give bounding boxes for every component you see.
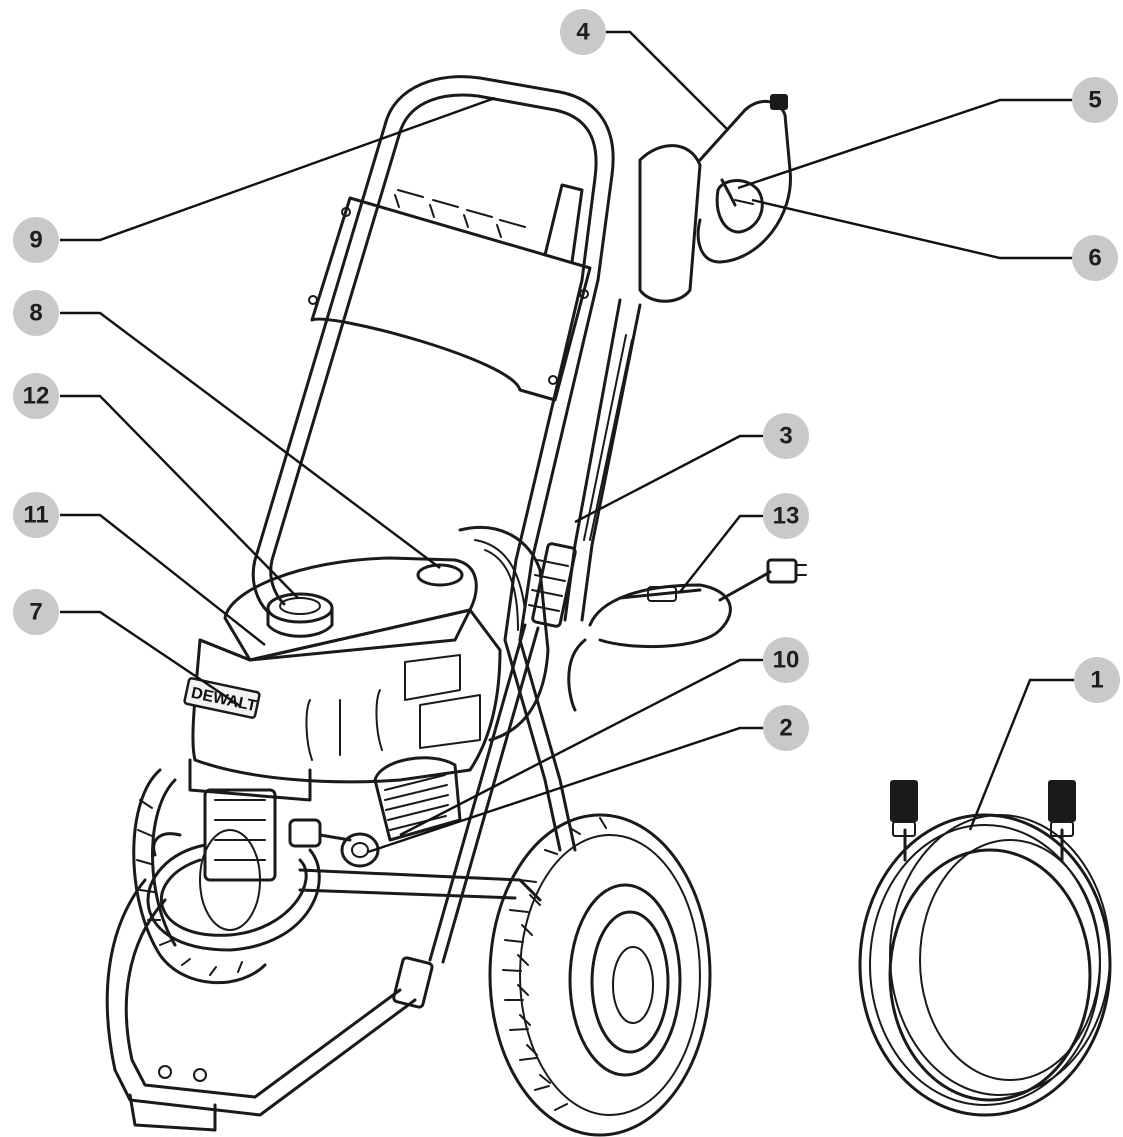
right-wheel (488, 813, 712, 1137)
callout-badge-6: 6 (1072, 235, 1118, 281)
pump (146, 756, 462, 952)
callout-badge-9: 9 (13, 217, 59, 263)
callout-badge-8: 8 (13, 290, 59, 336)
svg-text:6: 6 (1088, 245, 1101, 272)
callout-badge-4: 4 (560, 9, 606, 55)
power-cord (567, 558, 807, 712)
spray-gun (638, 94, 792, 303)
left-wheel (132, 768, 267, 985)
base-frame (105, 868, 542, 1132)
leader-lines (60, 30, 1080, 854)
svg-text:7: 7 (29, 599, 42, 626)
coiled-hose (858, 780, 1112, 1117)
svg-text:12: 12 (23, 383, 50, 410)
svg-text:8: 8 (29, 300, 42, 327)
svg-text:1: 1 (1090, 667, 1103, 694)
svg-text:11: 11 (23, 502, 48, 529)
callout-badge-11: 11 (13, 492, 59, 538)
callout-badge-1: 1 (1074, 657, 1120, 703)
callout-badge-5: 5 (1072, 77, 1118, 123)
svg-text:10: 10 (773, 647, 800, 674)
svg-text:13: 13 (773, 503, 800, 530)
svg-text:3: 3 (779, 423, 792, 450)
back-panel (308, 183, 592, 402)
svg-text:9: 9 (29, 227, 42, 254)
svg-text:4: 4 (576, 19, 590, 46)
callout-badge-12: 12 (13, 373, 59, 419)
svg-text:2: 2 (779, 715, 792, 742)
brand-logo: DEWALT (183, 677, 261, 719)
callout-badge-2: 2 (763, 705, 809, 751)
callout-badge-3: 3 (763, 413, 809, 459)
callout-badge-7: 7 (13, 589, 59, 635)
callout-badge-13: 13 (763, 493, 809, 539)
spray-wand (392, 298, 642, 1009)
callout-badge-10: 10 (763, 637, 809, 683)
frame (251, 75, 615, 852)
motor-housing: DEWALT (183, 525, 550, 784)
svg-text:5: 5 (1088, 87, 1101, 114)
